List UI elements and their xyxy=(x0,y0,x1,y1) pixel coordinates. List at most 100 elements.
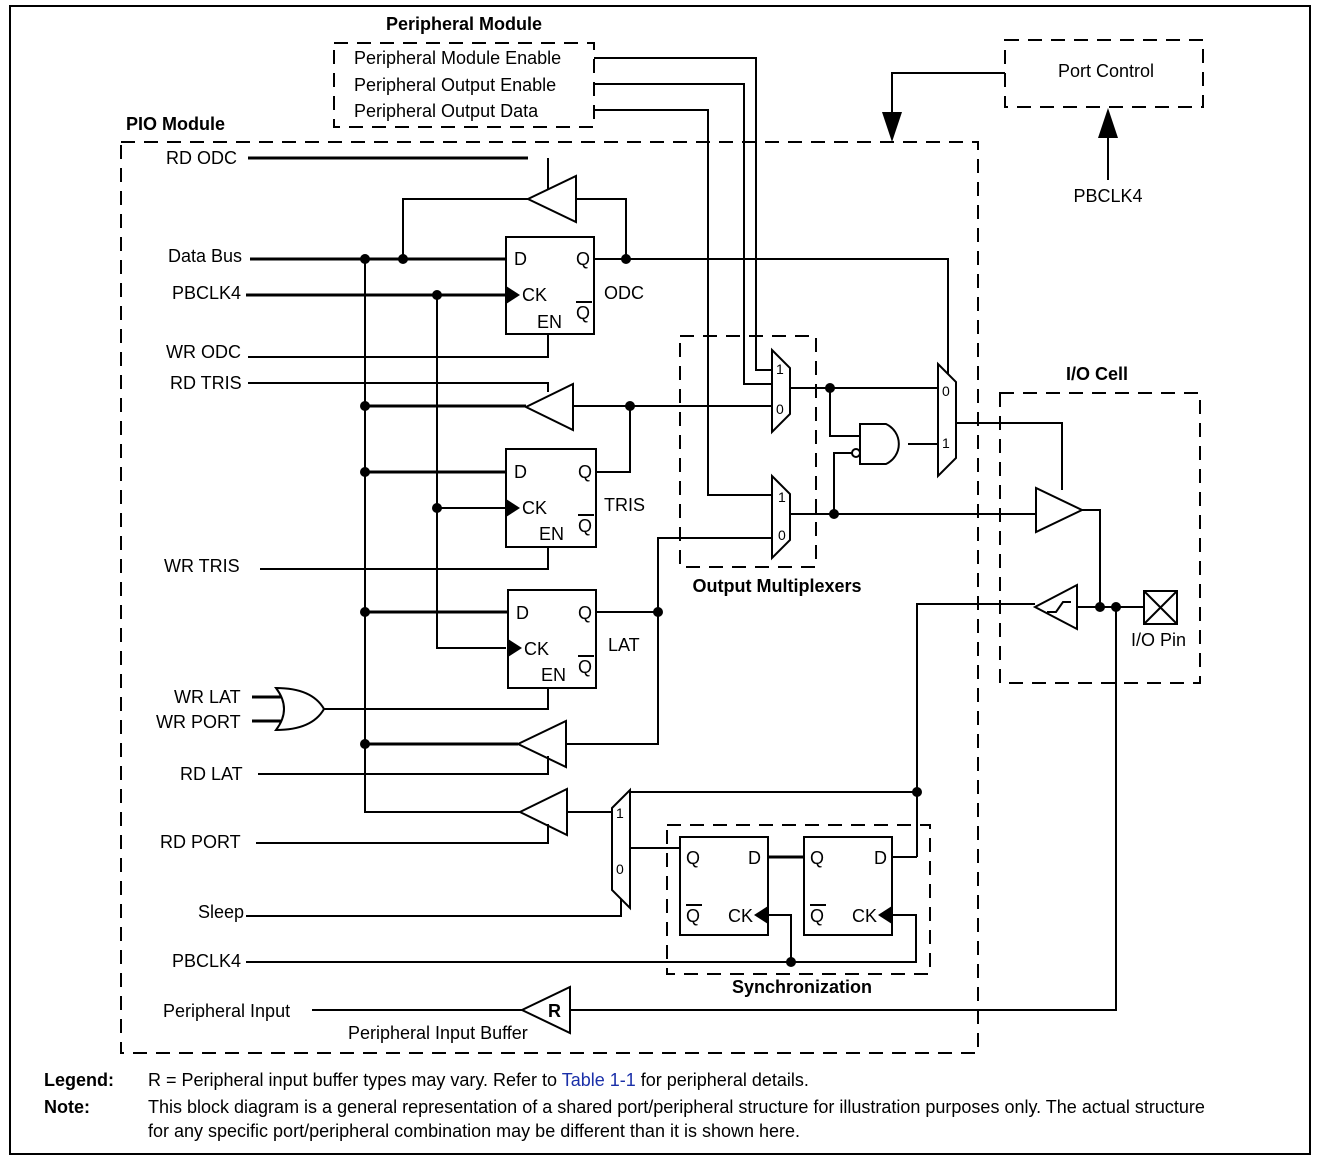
lat-read-buffer xyxy=(515,719,567,769)
port-control-wire xyxy=(891,72,1005,118)
lat-q-wire xyxy=(566,611,659,745)
tris-en-pin: EN xyxy=(539,524,564,544)
tris-mux xyxy=(771,347,791,435)
lat-register-label: LAT xyxy=(608,635,640,655)
wr-tris-wire xyxy=(260,547,549,570)
odc-q-wire xyxy=(594,258,949,380)
pbclk4-bottom-label: PBCLK4 xyxy=(172,951,241,971)
junction xyxy=(398,254,408,264)
note-line-1: This block diagram is a general represen… xyxy=(148,1097,1205,1117)
junction xyxy=(360,401,370,411)
tris-q-pin: Q xyxy=(578,462,592,482)
rd-lat-wire xyxy=(258,756,549,775)
output-multiplexers-box xyxy=(679,335,817,568)
peripheral-module-enable-label: Peripheral Module Enable xyxy=(354,48,561,68)
schmitt-symbol xyxy=(1047,601,1071,613)
pbclk4-bottom-wire xyxy=(246,914,917,963)
output-driver-out xyxy=(1082,509,1101,607)
odc-register-label: ODC xyxy=(604,283,644,303)
tris-q-wire xyxy=(596,406,631,473)
pio-module-title: PIO Module xyxy=(126,114,225,134)
lat-clock-marker xyxy=(508,639,522,657)
legend: Legend: R = Peripheral input buffer types… xyxy=(44,1070,809,1091)
or-gate xyxy=(273,686,326,732)
sleep-mux-input-1: 1 xyxy=(616,805,624,821)
note-continuation: for any specific port/peripheral combina… xyxy=(148,1121,800,1142)
sync2-clock-marker xyxy=(878,906,892,924)
lat-qbar-pin: Q xyxy=(578,657,592,677)
and-gate-inverter xyxy=(851,448,861,458)
sync-ff-1 xyxy=(679,836,769,936)
tris-qbar-pin: Q xyxy=(578,516,592,536)
tris-mux-input-0: 0 xyxy=(776,401,784,417)
sleep-mux-input-0: 0 xyxy=(616,861,624,877)
odc-flip-flop xyxy=(505,236,595,335)
data-mux-input-0: 0 xyxy=(778,527,786,543)
junction xyxy=(621,254,631,264)
port-control-clock-arrow xyxy=(1098,108,1118,138)
synchronization-label: Synchronization xyxy=(732,977,872,997)
wr-tris-label: WR TRIS xyxy=(164,556,240,576)
odc-read-wire-right xyxy=(576,198,627,259)
port-control-clock-label: PBCLK4 xyxy=(1073,186,1142,206)
odc-mux-out-wire xyxy=(956,422,1063,490)
legend-label: Legend: xyxy=(44,1070,114,1090)
tris-mux-input-1: 1 xyxy=(776,361,784,377)
tris-ck-pin: CK xyxy=(522,498,547,518)
pod-wire xyxy=(594,109,772,496)
sleep-label: Sleep xyxy=(198,902,244,922)
rd-tris-label: RD TRIS xyxy=(170,373,242,393)
schmitt-output-wire xyxy=(916,603,1035,857)
odc-qbar-pin: Q xyxy=(576,303,590,323)
tris-to-and-wire xyxy=(829,388,860,437)
lat-en-pin: EN xyxy=(541,665,566,685)
tris-clock-marker xyxy=(506,499,520,517)
pbclk4-top-vertical xyxy=(436,295,506,649)
odc-d-pin: D xyxy=(514,249,527,269)
wr-port-label: WR PORT xyxy=(156,712,241,732)
legend-text-before: R = Peripheral input buffer types may va… xyxy=(148,1070,562,1090)
junction xyxy=(1095,602,1105,612)
peripheral-output-enable-label: Peripheral Output Enable xyxy=(354,75,556,95)
table-1-1-link[interactable]: Table 1-1 xyxy=(561,1070,636,1090)
io-pin-cross xyxy=(1143,590,1178,625)
sync2-qbar-pin: Q xyxy=(810,906,824,926)
peripheral-input-buffer xyxy=(519,985,571,1035)
junction xyxy=(653,607,663,617)
peripheral-module-title: Peripheral Module xyxy=(386,14,542,34)
data-bus-label: Data Bus xyxy=(168,246,242,266)
and-gate xyxy=(859,423,900,465)
lat-to-mux-wire xyxy=(657,537,772,612)
pme-wire xyxy=(594,57,772,371)
odc-mux-input-0: 0 xyxy=(942,383,950,399)
tris-flip-flop xyxy=(505,448,597,548)
odc-q-pin: Q xyxy=(576,249,590,269)
peripheral-output-data-label: Peripheral Output Data xyxy=(354,101,539,121)
pbclk4-top-label: PBCLK4 xyxy=(172,283,241,303)
port-read-buffer xyxy=(517,787,568,837)
junction xyxy=(432,503,442,513)
data-mux-input-1: 1 xyxy=(778,489,786,505)
odc-read-wire-left xyxy=(402,198,528,259)
odc-read-buffer xyxy=(525,174,577,224)
pbclk4-sync1-wire xyxy=(768,914,792,962)
junction xyxy=(786,957,796,967)
outer-frame xyxy=(9,5,1311,1155)
tris-d-pin: D xyxy=(514,462,527,482)
wr-odc-label: WR ODC xyxy=(166,342,241,362)
odc-en-pin: EN xyxy=(537,312,562,332)
pin-to-peripheral-wire xyxy=(570,607,1117,1011)
junction xyxy=(1111,602,1121,612)
odc-clock-marker xyxy=(506,286,520,304)
port-control-title: Port Control xyxy=(1058,61,1154,81)
wr-odc-wire xyxy=(248,334,549,358)
sync1-clock-marker xyxy=(754,906,768,924)
rd-lat-label: RD LAT xyxy=(180,764,243,784)
sync1-q-pin: Q xyxy=(686,848,700,868)
sync1-d-pin: D xyxy=(748,848,761,868)
rd-port-wire xyxy=(256,824,549,844)
note-label: Note: xyxy=(44,1097,90,1117)
pio-module-box xyxy=(120,141,979,1054)
sync-ff-2 xyxy=(803,836,893,936)
data-bus-vertical xyxy=(364,259,520,813)
